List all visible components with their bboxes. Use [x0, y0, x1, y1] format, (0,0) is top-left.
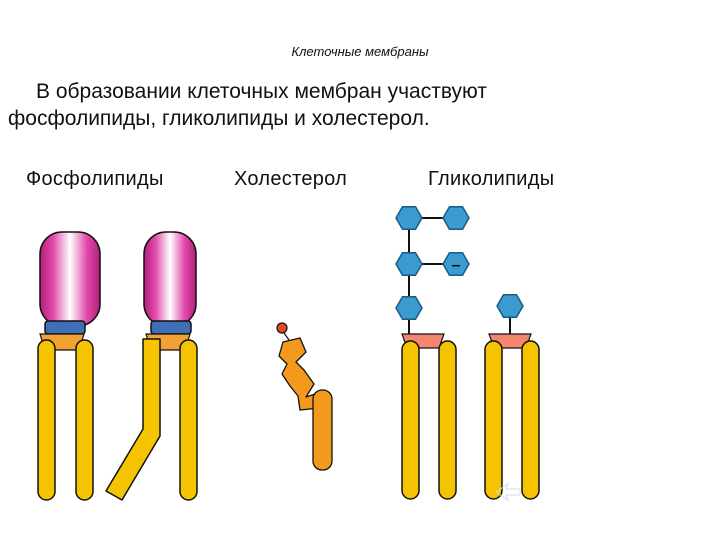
intro-line-1: В образовании клеточных мембран участвую… — [36, 80, 487, 103]
charged-sugar-hexagon — [442, 251, 470, 277]
intro-line-2: фосфолипиды, гликолипиды и холестерол. — [8, 107, 430, 130]
sugar-hexagon — [395, 205, 423, 231]
glycolipid-2 — [484, 293, 540, 500]
sugar-hexagon — [395, 295, 423, 321]
cholesterol-molecule — [276, 322, 333, 471]
kinked-fatty-acid-tail — [105, 338, 161, 501]
sugar-hexagon — [442, 205, 470, 231]
phospholipids-label: Фосфолипиды — [26, 168, 164, 190]
glycolipids-label: Гликолипиды — [428, 168, 555, 190]
hydroxyl-group — [276, 322, 288, 334]
arrow-watermark-icon — [495, 482, 521, 502]
fatty-acid-tail — [179, 339, 198, 501]
fatty-acid-tail — [521, 340, 540, 500]
fatty-acid-tail — [401, 340, 420, 500]
fatty-acid-tail — [37, 339, 56, 501]
cholesterol-label: Холестерол — [234, 168, 348, 190]
phospholipid-1 — [37, 231, 101, 501]
fatty-acid-tail — [438, 340, 457, 500]
hydrocarbon-tail — [312, 389, 333, 471]
head-group — [143, 231, 197, 327]
head-group — [39, 231, 101, 327]
slide-title: Клеточные мембраны — [291, 44, 429, 59]
fatty-acid-tail — [484, 340, 503, 500]
glycolipid-1: – — [395, 205, 470, 500]
sugar-hexagon — [395, 251, 423, 277]
phosphate-group — [150, 320, 192, 335]
fatty-acid-tail — [75, 339, 94, 501]
sugar-hexagon — [496, 293, 524, 319]
phospholipid-2 — [105, 231, 198, 501]
minus-sign: – — [452, 257, 461, 274]
intro-text: В образовании клеточных мембран участвую… — [8, 78, 708, 132]
phosphate-group — [44, 320, 86, 335]
